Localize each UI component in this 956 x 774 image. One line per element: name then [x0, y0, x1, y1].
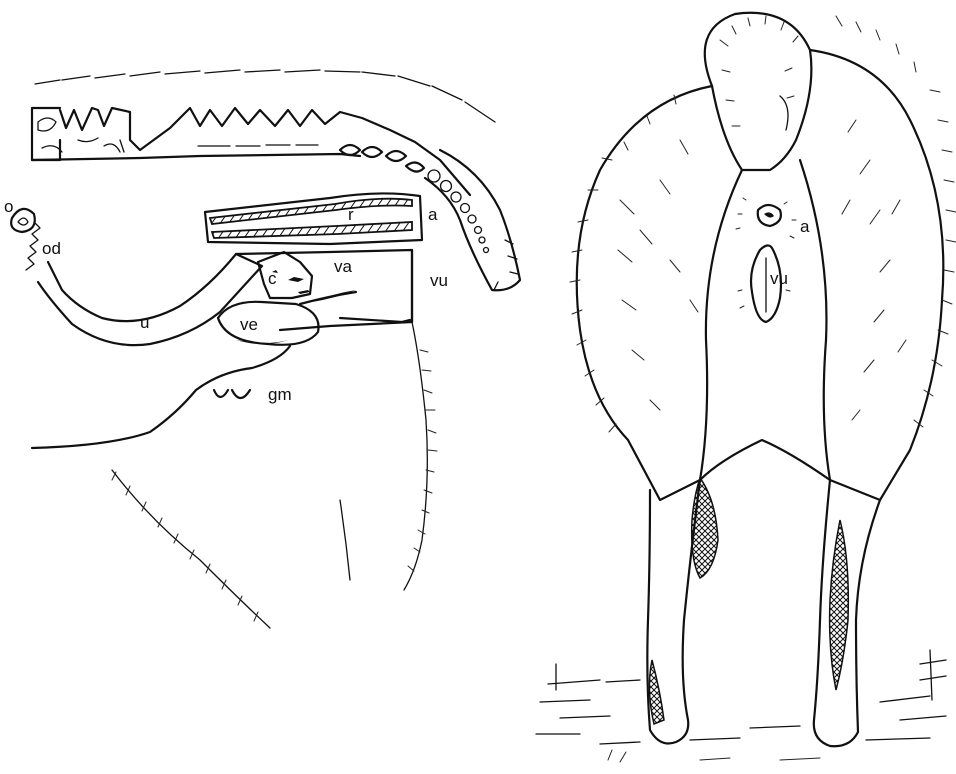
vagina-region	[236, 250, 412, 330]
label-rectum: r	[348, 205, 354, 224]
tail	[705, 13, 812, 170]
label-uterus: u	[140, 313, 149, 332]
uterus-oviduct-ovary	[11, 209, 262, 345]
label-oviduct: od	[42, 239, 61, 258]
mammary-gland	[32, 346, 290, 448]
sagittal-section-diagram: o od r a c va vu u ve gm	[4, 70, 520, 628]
label-vagina: va	[334, 257, 353, 276]
right-hip	[800, 16, 956, 500]
label-anus: a	[428, 205, 438, 224]
label-rear-vulva: vu	[770, 269, 788, 288]
perineum	[736, 198, 796, 322]
label-mammary-gland: gm	[268, 385, 292, 404]
hind-leg-outline	[112, 322, 437, 628]
label-vestibule: ve	[240, 315, 258, 334]
sacrum-vertebrae	[32, 108, 520, 290]
label-rear-anus: a	[800, 217, 810, 236]
label-ovary: o	[4, 197, 13, 216]
label-cervix: c	[268, 269, 277, 288]
label-vulva: vu	[430, 271, 448, 290]
ground-lines	[536, 650, 946, 762]
rear-view-drawing: a vu	[536, 13, 956, 762]
left-hip	[570, 86, 742, 500]
rectum	[205, 193, 422, 244]
